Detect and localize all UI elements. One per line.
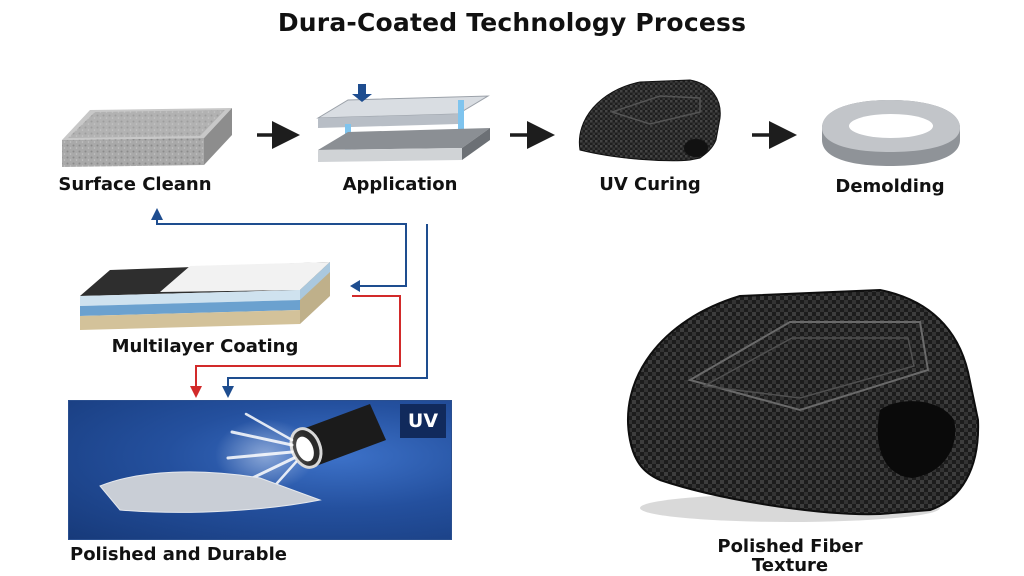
step-label-surface-clean: Surface Cleann (58, 174, 212, 195)
coated-sheet-icon (99, 471, 322, 513)
step-label-application: Application (342, 174, 458, 195)
step-label-uv-curing: UV Curing (599, 174, 701, 195)
feedback-flow-lines (151, 208, 428, 398)
uv-badge: UV (400, 404, 446, 438)
product-caption-line2: Texture (751, 555, 829, 576)
textured-block-icon (62, 108, 232, 167)
uv-panel-caption: Polished and Durable (70, 544, 287, 565)
carbon-shell-icon (578, 79, 721, 162)
diagram-title: Dura-Coated Technology Process (277, 8, 747, 37)
ring-frame-icon (822, 100, 960, 166)
multilayer-coating-icon (80, 262, 330, 330)
press-plates-icon (316, 84, 490, 162)
multilayer-coating-label: Multilayer Coating (111, 336, 299, 357)
step-label-demolding: Demolding (835, 176, 945, 197)
carbon-fiber-shell-product (627, 288, 980, 522)
product-caption-line1: Polished Fiber (717, 536, 863, 557)
